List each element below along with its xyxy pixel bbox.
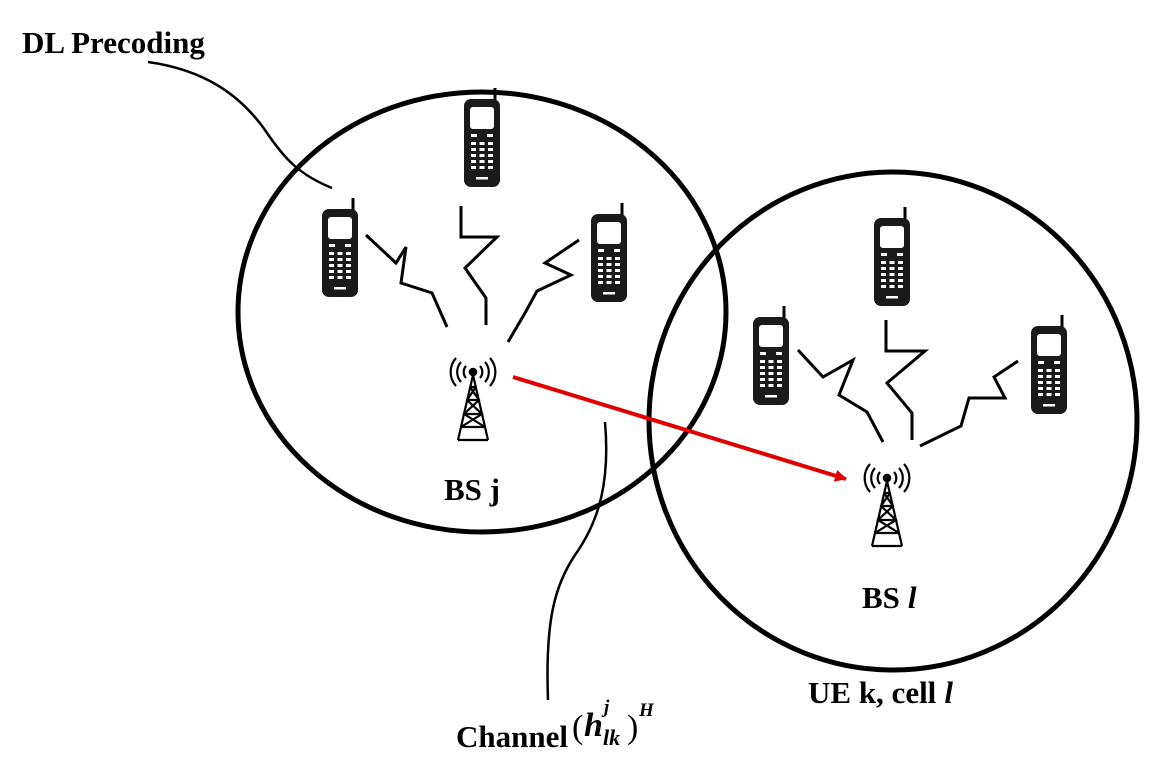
wireless-link-zigzag bbox=[459, 206, 501, 325]
base-station-tower-icon bbox=[449, 356, 497, 442]
mobile-phone-icon bbox=[1029, 313, 1069, 416]
bs-j-label: BS j bbox=[444, 472, 500, 507]
wireless-link-zigzag bbox=[919, 359, 1019, 448]
channel-paren-open: ( bbox=[572, 709, 583, 746]
channel-super-H: H bbox=[638, 700, 655, 721]
mobile-phone-icon bbox=[320, 196, 360, 299]
cell-l-boundary bbox=[646, 169, 1140, 673]
channel-sub-lk: lk bbox=[603, 725, 620, 750]
wireless-link-zigzag bbox=[884, 320, 930, 440]
mobile-phone-icon bbox=[589, 201, 629, 304]
wireless-link-zigzag bbox=[506, 238, 580, 343]
base-station-tower-icon bbox=[863, 462, 911, 548]
mobile-phone-icon bbox=[751, 304, 791, 407]
channel-paren-close: ) bbox=[627, 709, 638, 746]
mobile-phone-icon bbox=[872, 205, 912, 308]
dl-precoding-leader bbox=[147, 60, 333, 190]
wireless-link-zigzag bbox=[364, 233, 449, 328]
cell-j-boundary bbox=[235, 89, 729, 535]
channel-symbol-h: h bbox=[584, 707, 603, 744]
wireless-link-zigzag bbox=[796, 348, 885, 443]
channel-leader bbox=[546, 421, 608, 701]
mobile-phone-icon bbox=[462, 86, 502, 189]
dl-precoding-label: DL Precoding bbox=[22, 25, 205, 60]
channel-label: Channel ( h j lk ) H bbox=[456, 697, 655, 754]
interference-arrow bbox=[512, 375, 847, 482]
channel-super-j: j bbox=[601, 697, 610, 718]
channel-word: Channel bbox=[456, 719, 568, 754]
